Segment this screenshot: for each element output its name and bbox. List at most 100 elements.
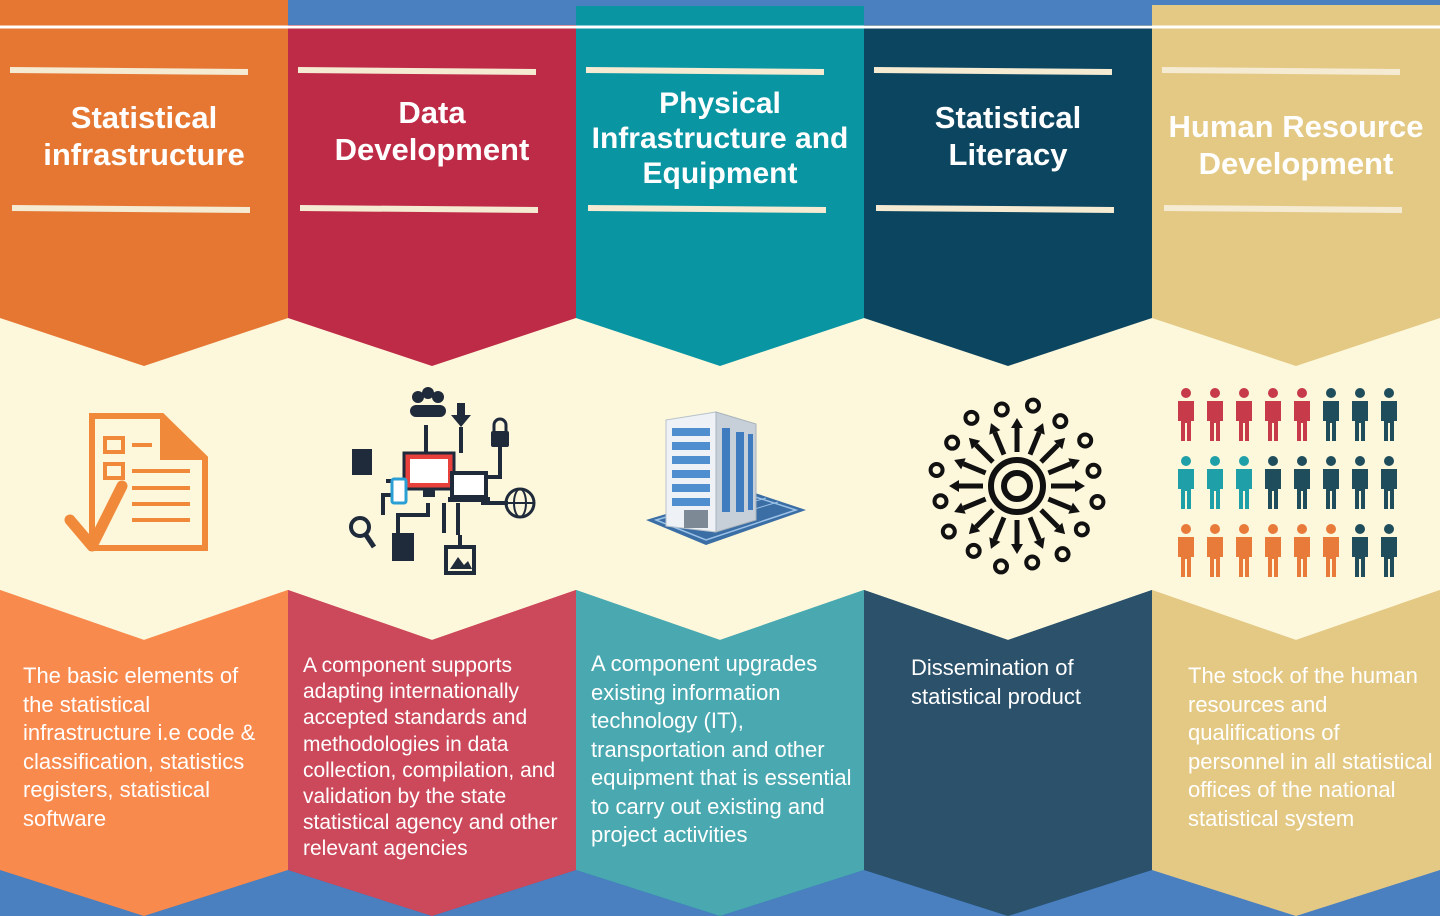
column-physical-infrastructure: Physical Infrastructure and Equipment A … — [576, 0, 864, 916]
person-figure — [1352, 388, 1368, 441]
column-base-corner — [576, 870, 720, 916]
checklist-document-icon — [64, 413, 208, 552]
burst-ray — [1027, 516, 1042, 541]
column-bottom-band — [864, 590, 1152, 916]
column-base-corner — [432, 870, 576, 916]
column-base-corner — [720, 870, 864, 916]
title-line: Development — [334, 132, 530, 167]
people-grid-icon — [1178, 388, 1397, 577]
person-figure — [1265, 524, 1281, 577]
person-figure — [1294, 524, 1310, 577]
column-top-rule — [9, 67, 249, 75]
burst-arrowhead — [1068, 458, 1080, 470]
person-figure — [1294, 456, 1310, 509]
person-figure — [1323, 524, 1339, 577]
column-top-rule — [873, 67, 1113, 75]
column-title: Statistical Literacy — [864, 99, 1152, 173]
burst-ray — [1039, 508, 1060, 529]
title-line: Literacy — [948, 137, 1068, 172]
column-title: Human Resource Development — [1152, 108, 1440, 182]
person-figure — [1236, 456, 1252, 509]
column-description: The stock of the human resources and qua… — [1188, 663, 1433, 831]
column-description: The basic elements of the statistical in… — [23, 663, 256, 831]
person-figure — [1178, 388, 1194, 441]
burst-arrowhead — [1011, 418, 1023, 428]
burst-node — [1052, 413, 1069, 430]
column-bottom-rule — [1163, 205, 1403, 213]
column-bottom-rule — [875, 205, 1115, 213]
person-figure — [1207, 388, 1223, 441]
person-figure — [1381, 524, 1397, 577]
burst-arrowhead — [954, 502, 966, 514]
column-top-rule — [1161, 67, 1401, 75]
burst-node — [1054, 546, 1071, 563]
burst-arrowhead — [989, 423, 1001, 435]
burst-ray — [962, 496, 987, 511]
burst-arrowhead — [1075, 480, 1085, 492]
title-line: Statistical — [934, 100, 1082, 135]
person-figure — [1236, 524, 1252, 577]
burst-ray — [992, 516, 1007, 541]
data-network-icon — [349, 387, 536, 575]
column-bottom-band — [1152, 590, 1440, 916]
person-figure — [1323, 388, 1339, 441]
person-figure — [1265, 388, 1281, 441]
column-base-corner — [144, 870, 288, 916]
burst-node — [1077, 432, 1094, 449]
dissemination-burst-icon — [928, 397, 1106, 575]
column-title: Data Development — [288, 94, 576, 168]
title-line: Infrastructure and — [591, 122, 849, 155]
column-bottom-rule — [11, 205, 251, 213]
title-line: Data — [398, 95, 466, 130]
person-figure — [1323, 456, 1339, 509]
burst-node — [1024, 397, 1041, 414]
title-line: Equipment — [642, 157, 798, 190]
title-line: Development — [1198, 146, 1394, 181]
column-base-corner — [288, 870, 432, 916]
burst-node — [1073, 521, 1090, 538]
burst-node — [963, 409, 980, 426]
burst-arrowhead — [1011, 544, 1023, 554]
burst-node — [932, 493, 949, 510]
burst-ray — [1047, 496, 1072, 511]
column-description: Dissemination of statistical product — [911, 655, 1081, 709]
column-bottom-band — [0, 590, 288, 916]
burst-ray — [974, 443, 995, 464]
title-line: Statistical — [70, 100, 218, 135]
column-base-corner — [1008, 870, 1152, 916]
burst-arrowhead — [1033, 423, 1045, 435]
burst-ray — [1047, 461, 1072, 476]
burst-arrowhead — [1053, 437, 1066, 450]
title-line: Physical — [659, 87, 781, 120]
column-base-corner — [1296, 870, 1440, 916]
burst-arrowhead — [954, 458, 966, 470]
burst-node — [944, 434, 961, 451]
burst-node — [965, 542, 982, 559]
burst-node — [1024, 554, 1041, 571]
burst-arrowhead — [949, 480, 959, 492]
burst-ray — [992, 431, 1007, 456]
burst-node — [940, 523, 957, 540]
column-title: Physical Infrastructure and Equipment — [576, 86, 864, 191]
column-bottom-band — [576, 590, 864, 916]
column-middle-band — [0, 318, 288, 640]
column-bottom-rule — [587, 205, 827, 213]
column-base-corner — [864, 870, 1008, 916]
burst-node — [1089, 493, 1106, 510]
burst-ray — [974, 508, 995, 529]
column-description: A component supports adapting internatio… — [303, 654, 558, 861]
person-figure — [1294, 388, 1310, 441]
person-figure — [1178, 456, 1194, 509]
column-statistical-infrastructure: Statistical infrastructure The basic ele… — [0, 0, 288, 916]
column-human-resource-development: Human Resource Development The stock of … — [1152, 0, 1440, 916]
burst-arrowhead — [1068, 502, 1080, 514]
column-description: A component upgrades existing informatio… — [591, 651, 852, 847]
person-figure — [1352, 524, 1368, 577]
column-base-corner — [0, 870, 144, 916]
burst-arrowhead — [968, 437, 981, 450]
burst-ray — [1039, 443, 1060, 464]
title-line: infrastructure — [43, 137, 245, 172]
person-figure — [1352, 456, 1368, 509]
person-figure — [1265, 456, 1281, 509]
